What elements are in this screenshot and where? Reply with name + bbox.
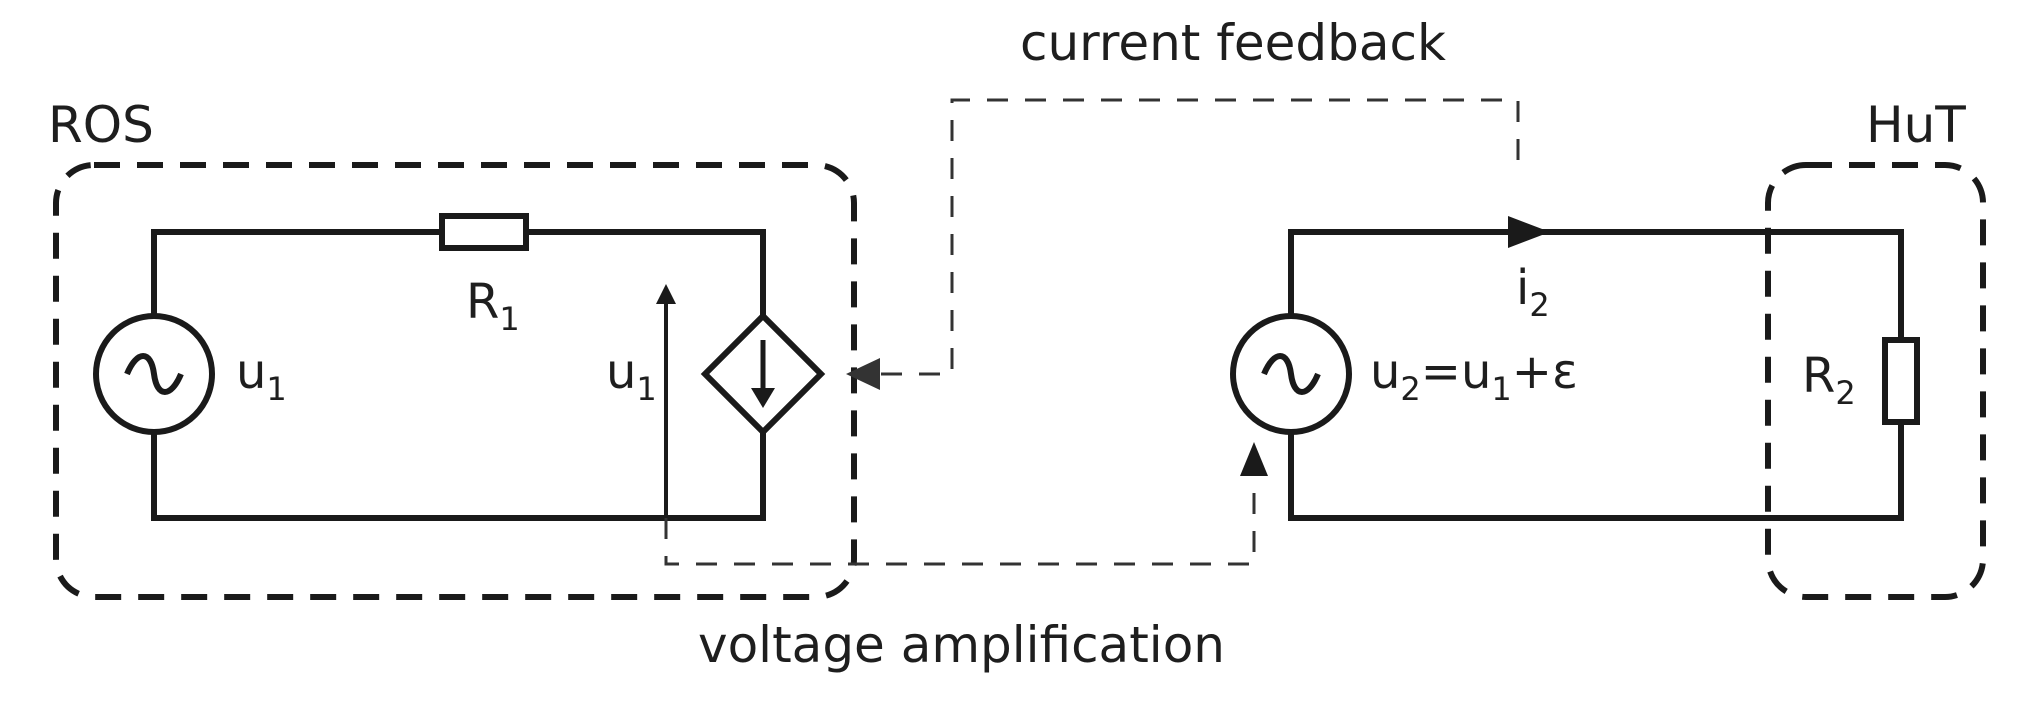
voltage-amplification-path [664, 442, 1268, 566]
ros-label: ROS [48, 96, 154, 154]
u2-equation-label: u2=u1+ε [1370, 344, 1578, 408]
current-feedback-label: current feedback [1020, 14, 1446, 72]
hut-boundary [1765, 162, 1986, 600]
voltage-amplification-label: voltage amplification [698, 616, 1225, 674]
ros-boundary [53, 162, 857, 600]
r2-label: R2 [1802, 348, 1856, 412]
ac-source-u1-icon [93, 313, 215, 435]
u1-source-label: u1 [236, 344, 287, 408]
ros-circuit [151, 229, 766, 521]
resistor-r2-icon [1882, 337, 1920, 425]
voltage-arrow-u1-icon [656, 284, 676, 518]
i2-label: i2 [1516, 260, 1550, 324]
dependent-current-source-icon [700, 311, 826, 437]
r1-label: R1 [466, 274, 520, 338]
current-feedback-path [846, 98, 1520, 390]
current-arrow-i2-icon [1508, 216, 1550, 248]
hut-label: HuT [1866, 96, 1966, 154]
resistor-r1-icon [439, 213, 529, 251]
hut-circuit [1288, 229, 1904, 521]
ac-source-u2-icon [1230, 313, 1352, 435]
u1-arrow-label: u1 [606, 344, 657, 408]
